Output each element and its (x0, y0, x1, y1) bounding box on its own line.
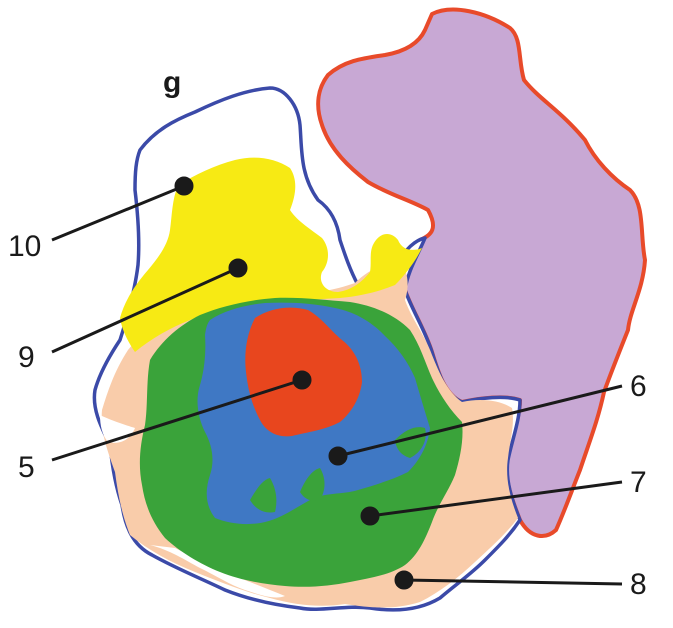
label-6: 6 (630, 372, 647, 402)
label-8: 8 (630, 570, 647, 600)
label-5: 5 (18, 453, 35, 483)
leader-dot-10 (176, 178, 192, 194)
leader-dot-8 (396, 572, 412, 588)
leader-dot-9 (230, 260, 246, 276)
label-7: 7 (630, 468, 647, 498)
leader-dot-6 (330, 448, 346, 464)
leader-dot-7 (362, 508, 378, 524)
label-10: 10 (8, 232, 41, 262)
label-9: 9 (18, 343, 35, 373)
leader-dot-5 (294, 372, 310, 388)
panel-letter: g (163, 68, 181, 98)
